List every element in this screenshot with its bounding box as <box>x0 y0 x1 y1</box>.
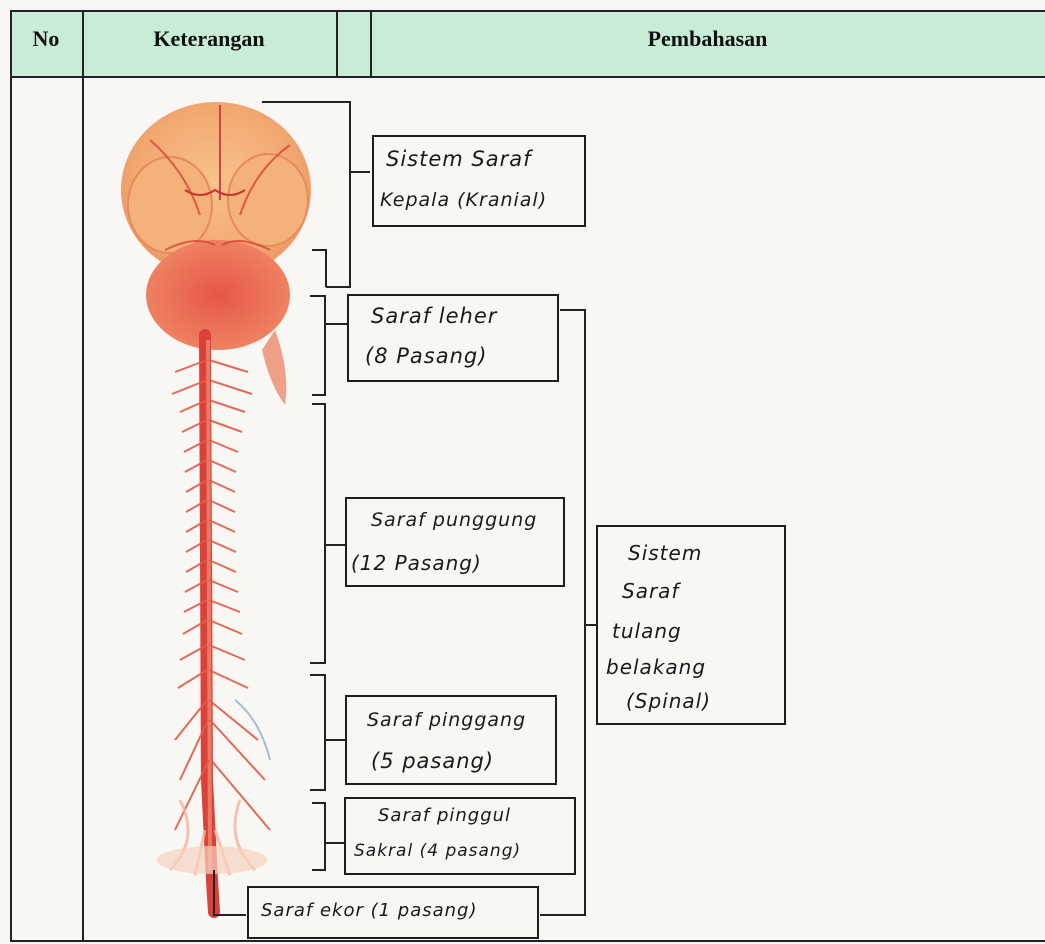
coccygeal-line1: Saraf ekor (1 pasang) <box>261 900 478 921</box>
label-box-lumbar: Saraf pinggang (5 pasang) <box>345 695 557 785</box>
brain-illustration <box>121 102 311 405</box>
thoracic-line2: (12 Pasang) <box>351 551 482 575</box>
bracket-sacral <box>312 803 345 870</box>
bracket-cervical <box>310 296 348 395</box>
sacral-line1: Saraf pinggul <box>378 805 511 826</box>
cervical-line2: (8 Pasang) <box>365 344 487 368</box>
spinal-line2: Saraf <box>622 579 679 603</box>
cranial-line1: Sistem Saraf <box>386 147 532 171</box>
lumbar-line2: (5 pasang) <box>371 749 494 773</box>
label-box-cervical: Saraf leher (8 Pasang) <box>347 294 559 382</box>
lumbar-line1: Saraf pinggang <box>367 709 526 731</box>
spinal-line5: (Spinal) <box>626 689 711 713</box>
label-box-sacral: Saraf pinggul Sakral (4 pasang) <box>344 797 576 875</box>
spinal-cord-illustration <box>157 335 270 912</box>
label-box-thoracic: Saraf punggung (12 Pasang) <box>345 497 565 587</box>
label-box-spinal: Sistem Saraf tulang belakang (Spinal) <box>596 525 786 725</box>
sacral-line2: Sakral (4 pasang) <box>354 841 521 861</box>
spinal-line1: Sistem <box>628 541 702 565</box>
bracket-lumbar <box>310 675 346 790</box>
spinal-line3: tulang <box>612 619 682 643</box>
thoracic-line1: Saraf punggung <box>371 509 537 531</box>
bracket-thoracic <box>310 404 346 663</box>
label-box-coccygeal: Saraf ekor (1 pasang) <box>247 886 539 939</box>
label-box-cranial: Sistem Saraf Kepala (Kranial) <box>372 135 586 227</box>
cervical-line1: Saraf leher <box>371 304 497 328</box>
spinal-line4: belakang <box>606 655 706 679</box>
cranial-line2: Kepala (Kranial) <box>380 189 547 211</box>
